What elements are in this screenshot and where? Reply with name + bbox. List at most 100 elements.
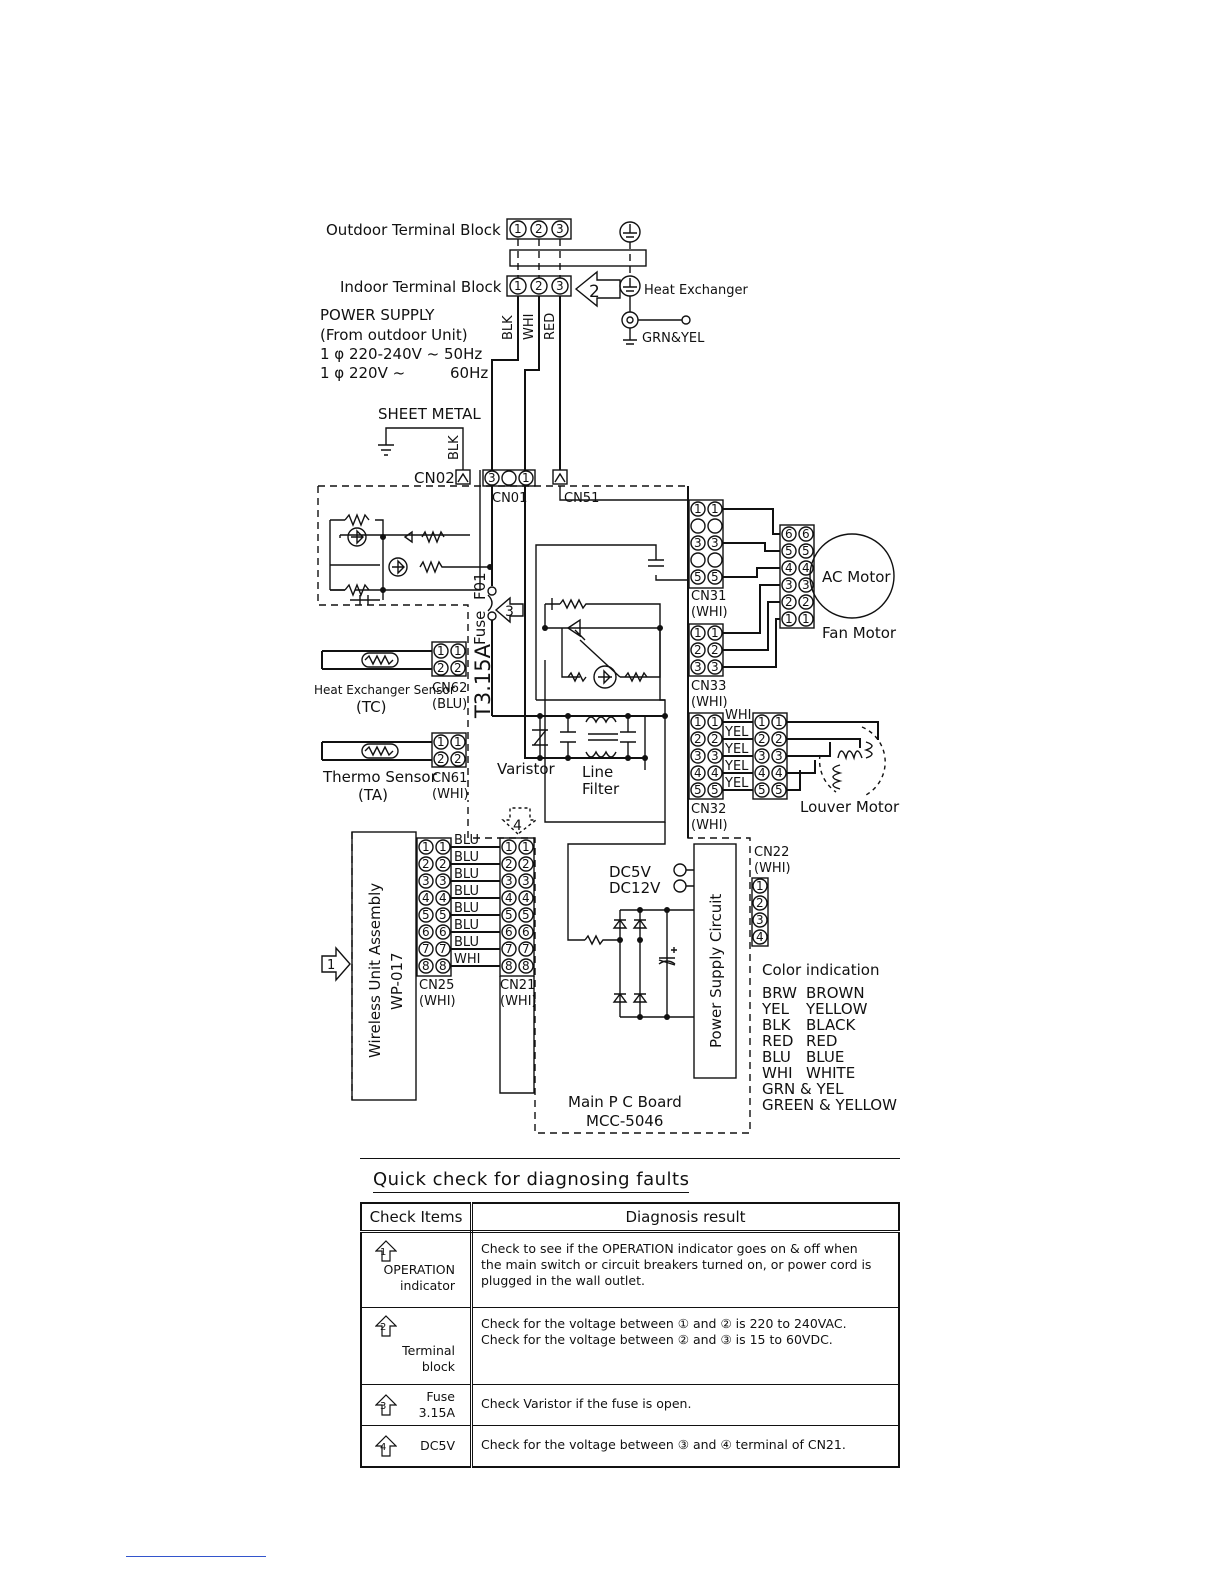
diagnosis-text: Check to see if the OPERATION indicator … (471, 1231, 900, 1308)
quick-check-section: Quick check for diagnosing faults Check … (360, 1158, 900, 1468)
svg-text:1: 1 (711, 715, 719, 729)
svg-text:1: 1 (522, 840, 530, 854)
cn01-label: CN01 (492, 491, 527, 506)
heat-exchanger-sensor: Heat Exchanger Sensor (TC) (314, 650, 455, 716)
svg-text:Line: Line (582, 763, 613, 781)
svg-text:RED: RED (806, 1032, 837, 1050)
svg-text:4: 4 (758, 766, 766, 780)
svg-text:BLU: BLU (454, 833, 479, 848)
svg-text:6: 6 (505, 925, 513, 939)
svg-text:BLACK: BLACK (806, 1016, 856, 1034)
svg-text:4: 4 (505, 891, 513, 905)
quick-check-table: Check Items Diagnosis result 1 OPERATION… (360, 1202, 900, 1468)
sheet-metal-ground (378, 427, 464, 470)
svg-text:CN62: CN62 (432, 681, 467, 696)
indicator-led-circuit (329, 470, 493, 605)
svg-text:1: 1 (454, 735, 462, 749)
varistor-line-filter: Varistor Line Filter (492, 486, 668, 798)
diagnosis-text: Check Varistor if the fuse is open. (471, 1384, 900, 1426)
svg-text:3: 3 (422, 874, 430, 888)
wireless-unit-assembly: Wireless Unit Assembly WP-017 (351, 831, 417, 1101)
svg-text:CN61: CN61 (432, 771, 467, 786)
svg-text:2: 2 (694, 732, 702, 746)
svg-text:GRN & YEL: GRN & YEL (762, 1080, 844, 1098)
svg-text:3: 3 (556, 222, 564, 236)
svg-text:BLU: BLU (454, 850, 479, 865)
up-arrow-icon (375, 1435, 397, 1457)
indoor-terminal-block: 1 2 3 (506, 275, 572, 297)
svg-text:4: 4 (711, 766, 719, 780)
svg-text:1: 1 (694, 626, 702, 640)
svg-text:CN31: CN31 (691, 589, 726, 604)
svg-text:2: 2 (522, 857, 530, 871)
svg-text:(TA): (TA) (358, 786, 388, 804)
svg-text:1: 1 (711, 502, 719, 516)
svg-text:BLU: BLU (454, 884, 479, 899)
svg-text:5: 5 (422, 908, 430, 922)
svg-text:8: 8 (422, 959, 430, 973)
earth-symbol-top (619, 221, 641, 243)
svg-text:BLU: BLU (454, 867, 479, 882)
quick-check-title: Quick check for diagnosing faults (373, 1169, 690, 1193)
svg-text:(WHI): (WHI) (419, 994, 456, 1009)
svg-text:3: 3 (758, 749, 766, 763)
svg-text:1: 1 (437, 735, 445, 749)
footer-rule (126, 1556, 266, 1557)
svg-text:1: 1 (422, 840, 430, 854)
svg-text:(WHI): (WHI) (500, 994, 537, 1009)
svg-text:5: 5 (505, 908, 513, 922)
check-arrow-1: 1 (321, 946, 351, 982)
svg-text:YEL: YEL (724, 725, 749, 740)
svg-text:4: 4 (439, 891, 447, 905)
svg-text:8: 8 (439, 959, 447, 973)
up-arrow-icon (375, 1240, 397, 1262)
svg-text:3: 3 (505, 604, 514, 620)
check-arrow-4: 4 (501, 807, 539, 835)
wire-label-whi: WHI (522, 314, 537, 340)
svg-text:POWER SUPPLY: POWER SUPPLY (320, 306, 435, 324)
svg-text:2: 2 (775, 732, 783, 746)
table-row: 4 DC5V Check for the voltage between ③ a… (360, 1425, 900, 1468)
svg-text:6: 6 (785, 527, 793, 541)
power-supply-note: POWER SUPPLY (From outdoor Unit) 1 φ 220… (320, 306, 488, 382)
svg-text:3: 3 (711, 749, 719, 763)
svg-text:1: 1 (514, 222, 522, 236)
svg-text:1: 1 (327, 958, 335, 973)
svg-text:(From outdoor Unit): (From outdoor Unit) (320, 326, 468, 344)
svg-text:5: 5 (785, 544, 793, 558)
svg-text:F01: F01 (471, 572, 489, 600)
svg-text:Wireless Unit Assembly: Wireless Unit Assembly (366, 883, 384, 1058)
color-indication-legend: Color indication BRW BROWN YEL YELLOW BL… (761, 961, 897, 1114)
svg-text:DC12V: DC12V (609, 879, 661, 897)
up-arrow-icon (375, 1315, 397, 1337)
svg-text:1: 1 (454, 644, 462, 658)
svg-text:5: 5 (775, 783, 783, 797)
svg-text:2: 2 (535, 279, 543, 293)
svg-text:(WHI): (WHI) (691, 695, 728, 710)
svg-text:3: 3 (488, 471, 496, 485)
svg-text:1: 1 (522, 471, 530, 485)
svg-text:BLU: BLU (762, 1048, 791, 1066)
svg-text:2: 2 (454, 752, 462, 766)
svg-text:CN25: CN25 (419, 978, 454, 993)
svg-text:Heat Exchanger: Heat Exchanger (644, 283, 748, 298)
svg-text:2: 2 (422, 857, 430, 871)
header-diagnosis-result: Diagnosis result (471, 1202, 900, 1233)
up-arrow-icon (375, 1394, 397, 1416)
svg-text:BRW: BRW (762, 984, 797, 1002)
main-board-model: MCC-5046 (586, 1112, 663, 1130)
svg-text:CN22: CN22 (754, 845, 789, 860)
svg-text:(WHI): (WHI) (432, 787, 469, 802)
svg-text:BROWN: BROWN (806, 984, 865, 1002)
cn01-connector: 3 1 (482, 469, 536, 487)
svg-text:1: 1 (785, 612, 793, 626)
svg-text:2: 2 (589, 282, 600, 302)
svg-text:GRN&YEL: GRN&YEL (642, 331, 705, 346)
svg-text:YEL: YEL (724, 759, 749, 774)
svg-text:6: 6 (802, 527, 810, 541)
